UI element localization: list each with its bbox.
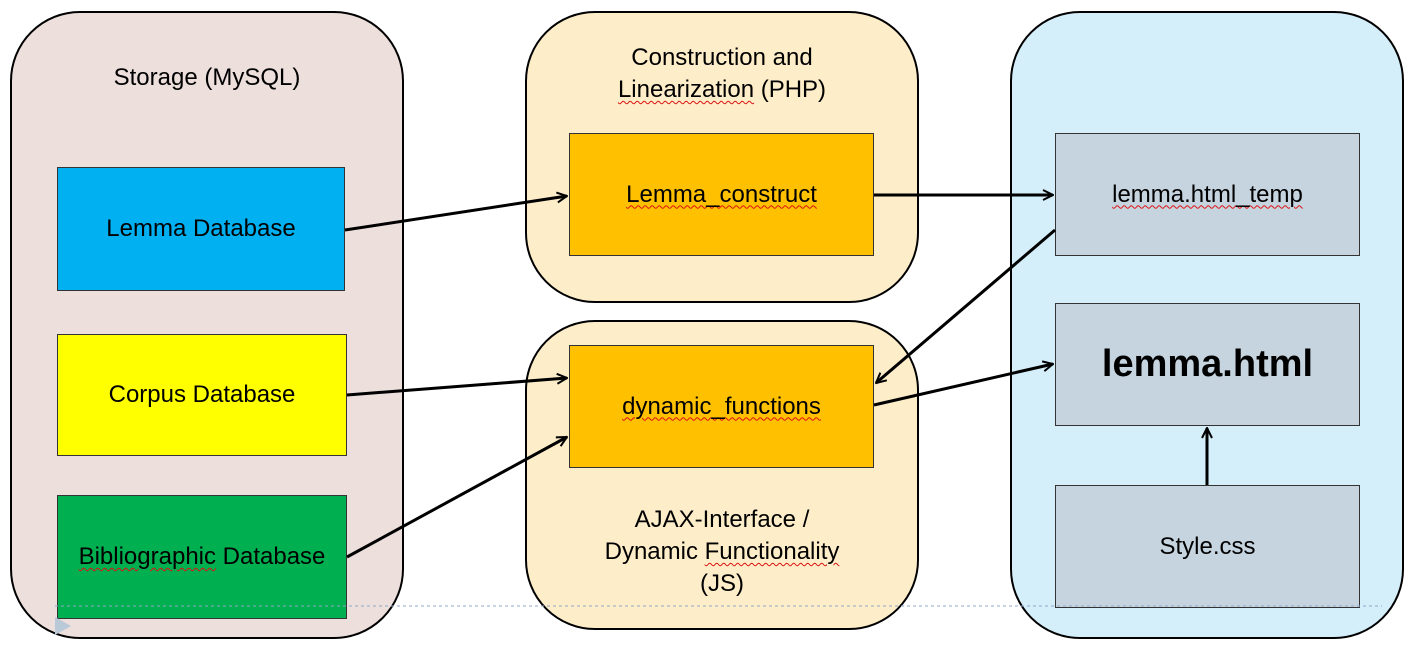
dynamic-functions-box: dynamic_functions bbox=[569, 345, 874, 468]
dynamic-functions-label: dynamic_functions bbox=[622, 392, 821, 420]
construction-title-line2: Linearization (PHP) bbox=[617, 76, 827, 103]
style-css-label: Style.css bbox=[1159, 532, 1256, 560]
lemma-database-label: Lemma Database bbox=[106, 215, 296, 242]
arrow-dynamic-to-html bbox=[873, 364, 1053, 407]
construction-title-line1: Construction and bbox=[631, 44, 813, 71]
arrow-temp-to-dynamic bbox=[876, 228, 1056, 383]
slide-marker-icon bbox=[55, 617, 71, 635]
dynamic-title-line1: AJAX-Interface / bbox=[634, 506, 810, 533]
lemma-html-box: lemma.html bbox=[1055, 303, 1360, 426]
construction-title: Construction and Linearization (PHP) bbox=[525, 42, 919, 106]
corpus-database-box: Corpus Database bbox=[57, 334, 347, 456]
lemma-html-temp-box: lemma.html_temp bbox=[1055, 133, 1360, 256]
lemma-html-temp-label: lemma.html_temp bbox=[1112, 180, 1303, 208]
arrow-biblio-db-to-dynamic bbox=[346, 435, 567, 559]
bibliographic-database-label: Bibliographic Database bbox=[78, 543, 326, 570]
dynamic-title: AJAX-Interface / Dynamic Functionality (… bbox=[525, 504, 919, 600]
corpus-database-label: Corpus Database bbox=[108, 381, 296, 408]
lemma-construct-label: Lemma_construct bbox=[626, 180, 817, 208]
storage-title: Storage (MySQL) bbox=[113, 64, 301, 91]
lemma-construct-box: Lemma_construct bbox=[569, 133, 874, 256]
lemma-database-box: Lemma Database bbox=[57, 167, 345, 291]
arrow-lemma-db-to-construct bbox=[344, 196, 567, 232]
style-css-box: Style.css bbox=[1055, 485, 1360, 608]
bibliographic-database-box: Bibliographic Database bbox=[57, 495, 347, 619]
dynamic-title-line2: Dynamic Functionality bbox=[604, 538, 840, 565]
lemma-html-label: lemma.html bbox=[1101, 343, 1314, 385]
arrow-corpus-db-to-dynamic bbox=[346, 378, 567, 397]
dynamic-title-line3: (JS) bbox=[700, 570, 744, 597]
